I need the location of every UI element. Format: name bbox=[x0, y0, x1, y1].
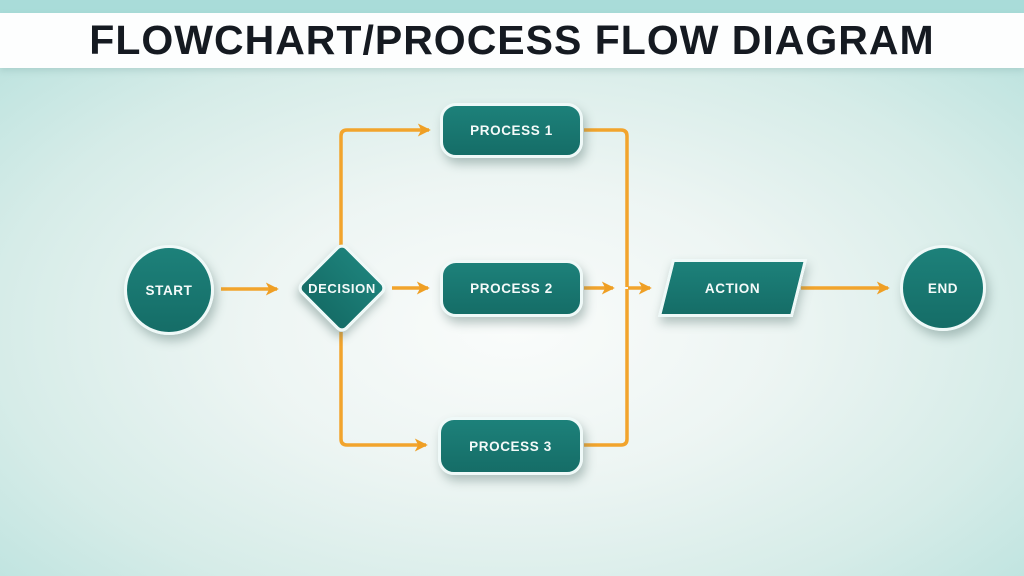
node-start: START bbox=[124, 245, 214, 335]
connector-decision-process1 bbox=[339, 123, 431, 245]
node-process1-label: PROCESS 1 bbox=[470, 123, 553, 138]
connector-process3-junction bbox=[584, 289, 629, 447]
node-start-label: START bbox=[145, 282, 193, 298]
node-decision: DECISION bbox=[295, 241, 389, 335]
node-process2-label: PROCESS 2 bbox=[470, 281, 553, 296]
node-process3: PROCESS 3 bbox=[438, 417, 583, 475]
node-end-label: END bbox=[927, 280, 959, 296]
node-end: END bbox=[900, 245, 986, 331]
connector-process1-junction bbox=[584, 128, 629, 287]
title-band: FLOWCHART/PROCESS FLOW DIAGRAM bbox=[0, 13, 1024, 68]
node-action-label: ACTION bbox=[704, 280, 761, 296]
connector-decision-process3 bbox=[339, 332, 428, 452]
node-process1: PROCESS 1 bbox=[440, 103, 583, 158]
page-title: FLOWCHART/PROCESS FLOW DIAGRAM bbox=[89, 17, 935, 63]
node-decision-label: DECISION bbox=[308, 281, 376, 296]
top-accent-strip bbox=[0, 0, 1024, 13]
node-action: ACTION bbox=[657, 259, 808, 317]
node-process3-label: PROCESS 3 bbox=[469, 438, 552, 454]
node-process2: PROCESS 2 bbox=[440, 260, 583, 317]
